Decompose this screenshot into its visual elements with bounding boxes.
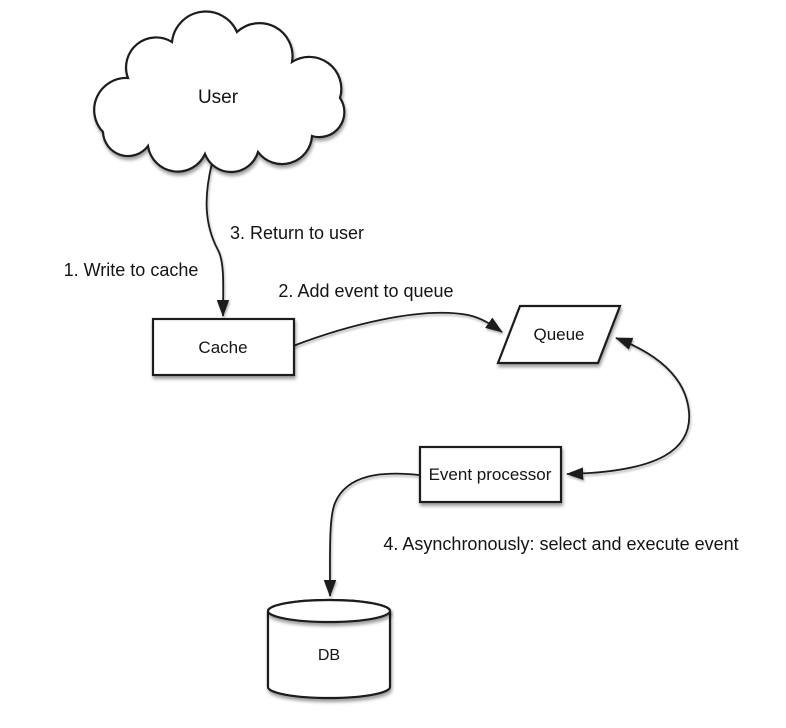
cache-label: Cache bbox=[198, 338, 247, 357]
cache-shape bbox=[151, 317, 296, 377]
user-label: User bbox=[198, 87, 239, 108]
event-processor-label: Event processor bbox=[429, 465, 552, 484]
arrow-user-to-cache bbox=[205, 162, 230, 317]
db-node: DB bbox=[266, 598, 392, 700]
label-step-3-return-to-user: 3. Return to user bbox=[230, 223, 364, 243]
queue-node: Queue bbox=[496, 304, 622, 365]
user-cloud-node: User bbox=[93, 10, 346, 174]
arrow-queue-event-processor-bidirectional bbox=[566, 337, 691, 480]
queue-label: Queue bbox=[533, 325, 584, 344]
arrow-event-processor-to-db bbox=[323, 472, 420, 597]
label-step-2-add-event-to-queue: 2. Add event to queue bbox=[278, 281, 453, 301]
event-processor-shape bbox=[418, 445, 563, 504]
cache-node: Cache bbox=[151, 317, 296, 377]
event-processor-node: Event processor bbox=[418, 445, 563, 504]
label-step-1-write-to-cache: 1. Write to cache bbox=[64, 260, 199, 280]
cloud-shape bbox=[93, 10, 346, 174]
db-cylinder-top bbox=[266, 598, 392, 624]
arrow-cache-to-queue bbox=[292, 311, 503, 347]
queue-shape bbox=[496, 304, 622, 365]
db-label: DB bbox=[318, 647, 340, 664]
label-step-4-asynchronously: 4. Asynchronously: select and execute ev… bbox=[383, 534, 738, 554]
